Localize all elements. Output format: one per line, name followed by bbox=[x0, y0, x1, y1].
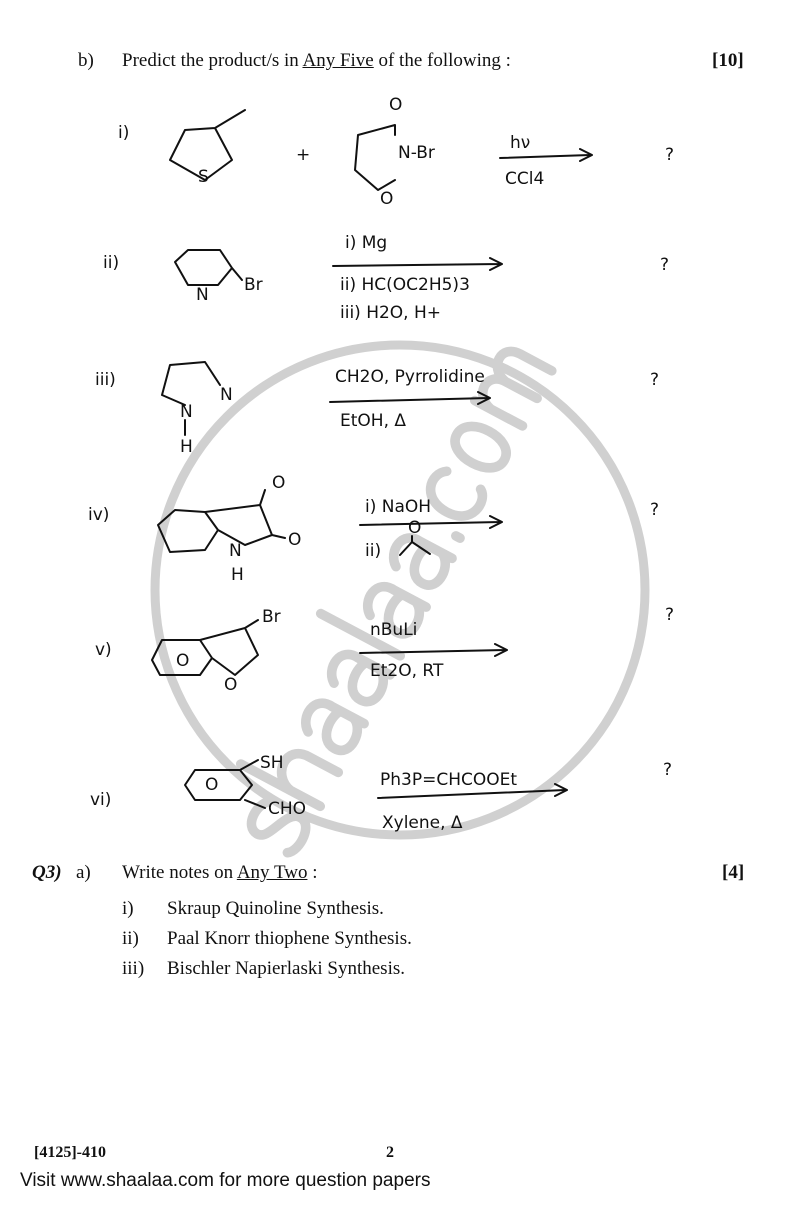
reagent-above: hν bbox=[510, 133, 530, 153]
product-question: ? bbox=[665, 145, 674, 165]
reaction-iv: iv) O O N H i) NaOH ii) O ? bbox=[88, 473, 659, 585]
question-3-label: Q3) bbox=[32, 862, 62, 883]
atom-label: O bbox=[205, 775, 218, 795]
reagent-below: CCl4 bbox=[505, 169, 544, 189]
reaction-number: vi) bbox=[90, 790, 111, 810]
reaction-v: v) O O Br nBuLi Et2O, RT ? bbox=[95, 605, 674, 695]
list-item: Paal Knorr thiophene Synthesis. bbox=[167, 928, 412, 949]
atom-label: O bbox=[224, 675, 237, 695]
product-question: ? bbox=[650, 370, 659, 390]
watermark-lettering bbox=[235, 346, 557, 858]
list-item: Bischler Napierlaski Synthesis. bbox=[167, 958, 405, 979]
reaction-iii: iii) N N H CH2O, Pyrrolidine EtOH, Δ ? bbox=[95, 361, 659, 457]
item-number: ii) bbox=[122, 928, 139, 949]
product-question: ? bbox=[665, 605, 674, 625]
paper-code: [4125]-410 bbox=[34, 1144, 106, 1161]
reaction-number: ii) bbox=[103, 253, 119, 273]
reaction-number: i) bbox=[118, 123, 129, 143]
atom-label: N bbox=[229, 541, 242, 561]
atom-label: N bbox=[220, 385, 233, 405]
question-3a-marks: [4] bbox=[722, 862, 745, 883]
atom-label: N-Br bbox=[398, 143, 435, 163]
atom-label: O bbox=[380, 189, 393, 209]
reagent-above: Ph3P=CHCOOEt bbox=[380, 770, 517, 790]
reagent-above: i) Mg bbox=[345, 233, 387, 253]
reagent-above: nBuLi bbox=[370, 620, 417, 640]
shaalaa-link[interactable]: Visit www.shaalaa.com for more question … bbox=[20, 1170, 431, 1191]
item-number: iii) bbox=[122, 958, 145, 979]
question-3a-text: Write notes on Any Two : bbox=[122, 862, 318, 883]
question-2b-marks: [10] bbox=[712, 50, 744, 71]
plus-sign: + bbox=[296, 145, 310, 165]
question-2b-label: b) bbox=[78, 50, 94, 71]
reagent-below: EtOH, Δ bbox=[340, 411, 406, 431]
reaction-number: v) bbox=[95, 640, 112, 660]
reaction-i: i) S + O O N-Br hν CCl4 ? bbox=[118, 95, 674, 209]
atom-label: N bbox=[180, 402, 193, 422]
reagent-above: CH2O, Pyrrolidine bbox=[335, 367, 485, 387]
atom-label: O bbox=[272, 473, 285, 493]
product-question: ? bbox=[650, 500, 659, 520]
product-question: ? bbox=[660, 255, 669, 275]
reagent-below-2: iii) H2O, H+ bbox=[340, 303, 441, 323]
question-3a-label: a) bbox=[76, 862, 91, 883]
product-question: ? bbox=[663, 760, 672, 780]
atom-label: O bbox=[408, 518, 421, 538]
reagent-below: ii) bbox=[365, 541, 381, 561]
substituent: Br bbox=[262, 607, 281, 627]
reaction-vi: vi) O SH CHO Ph3P=CHCOOEt Xylene, Δ ? bbox=[90, 753, 672, 833]
substituent: CHO bbox=[268, 799, 306, 819]
atom-label: H bbox=[231, 565, 244, 585]
page-number: 2 bbox=[386, 1144, 394, 1161]
reagent-above: i) NaOH bbox=[365, 497, 431, 517]
question-2b-text: Predict the product/s in Any Five of the… bbox=[122, 50, 511, 71]
atom-label: N bbox=[196, 285, 209, 305]
atom-label: H bbox=[180, 437, 193, 457]
atom-label: S bbox=[198, 167, 209, 187]
item-number: i) bbox=[122, 898, 134, 919]
atom-label: O bbox=[176, 651, 189, 671]
substituent: SH bbox=[260, 753, 284, 773]
atom-label: O bbox=[288, 530, 301, 550]
list-item: Skraup Quinoline Synthesis. bbox=[167, 898, 384, 919]
substituent: Br bbox=[244, 275, 263, 295]
reagent-below: ii) HC(OC2H5)3 bbox=[340, 275, 470, 295]
reaction-ii: ii) N Br i) Mg ii) HC(OC2H5)3 iii) H2O, … bbox=[103, 233, 669, 323]
reaction-number: iii) bbox=[95, 370, 116, 390]
reagent-below: Xylene, Δ bbox=[382, 813, 463, 833]
reaction-number: iv) bbox=[88, 505, 109, 525]
atom-label: O bbox=[389, 95, 402, 115]
reagent-below: Et2O, RT bbox=[370, 661, 444, 681]
watermark bbox=[150, 340, 650, 858]
